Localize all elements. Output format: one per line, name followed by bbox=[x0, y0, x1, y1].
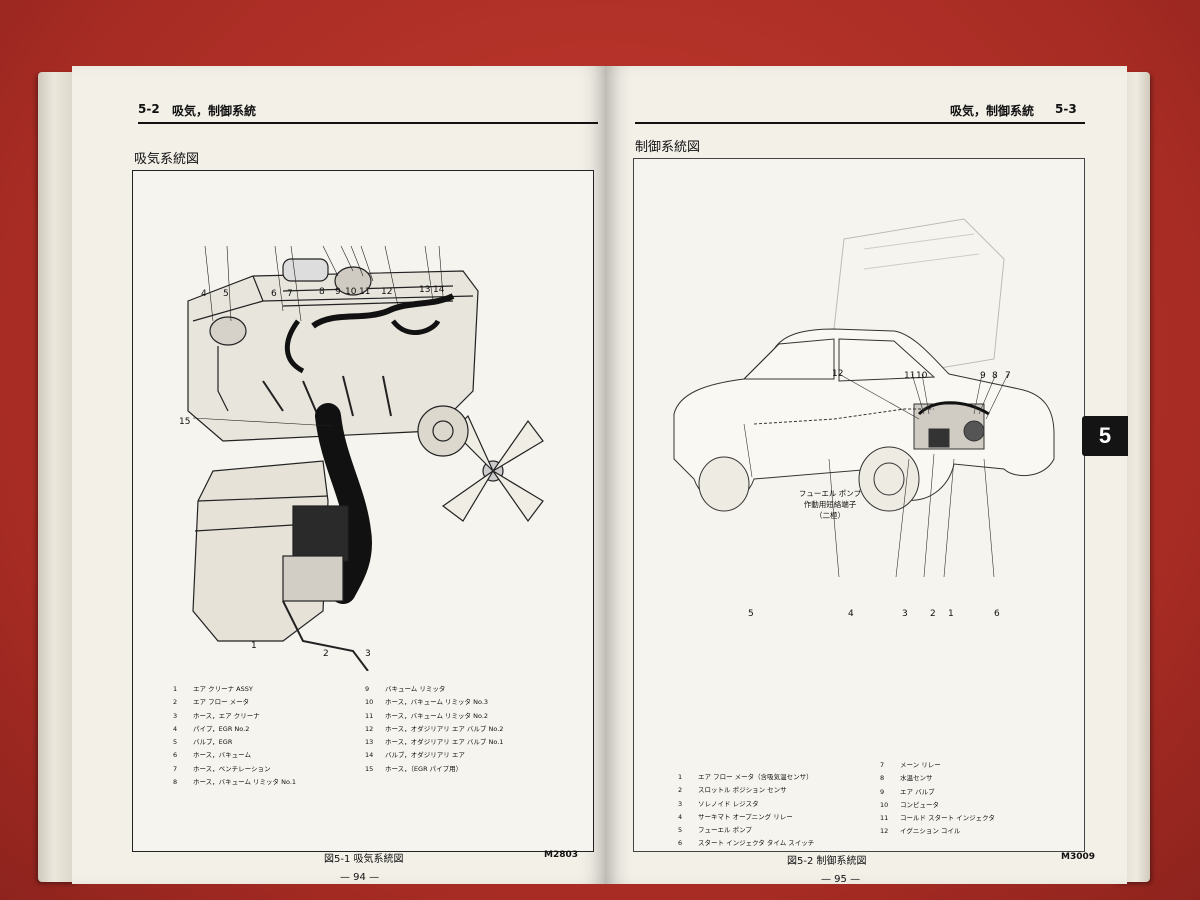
callout-10: 10 bbox=[345, 287, 357, 297]
chapter-tab-label: 5 bbox=[1098, 423, 1112, 448]
right-page: 吸気，制御系統 5-3 制御系統図 bbox=[605, 66, 1127, 885]
callout-9: 9 bbox=[335, 287, 341, 297]
callout-1: 1 bbox=[251, 641, 257, 651]
left-header-rule bbox=[138, 122, 598, 124]
right-page-number: — 95 — bbox=[821, 874, 861, 885]
callout-4: 4 bbox=[201, 289, 207, 299]
fuel-note-line: フューエル ポンプ bbox=[798, 489, 862, 498]
callout-3: 3 bbox=[365, 649, 371, 659]
engine-illustration bbox=[187, 245, 544, 672]
callout-1: 1 bbox=[948, 609, 954, 619]
left-section-title: 吸気系統図 bbox=[134, 152, 200, 167]
callout-12: 12 bbox=[381, 287, 393, 297]
open-manual: 5-2 吸気，制御系統 吸気系統図 bbox=[38, 52, 1150, 892]
right-section-title: 制御系統図 bbox=[635, 140, 701, 155]
callout-8: 8 bbox=[992, 371, 998, 381]
left-page: 5-2 吸気，制御系統 吸気系統図 bbox=[72, 66, 607, 884]
chapter-tab: 5 bbox=[1082, 416, 1128, 456]
callout-7: 7 bbox=[1005, 371, 1011, 381]
callout-3: 3 bbox=[902, 609, 908, 619]
callout-10: 10 bbox=[916, 371, 928, 381]
right-figure-caption: 図5-2 制御系統図 bbox=[787, 856, 867, 867]
callout-2: 2 bbox=[930, 609, 936, 619]
callout-2: 2 bbox=[323, 649, 329, 659]
callout-13: 13 bbox=[419, 285, 431, 295]
callout-15: 15 bbox=[179, 417, 191, 427]
left-header-title: 吸気，制御系統 bbox=[172, 104, 257, 118]
callout-11: 11 bbox=[904, 371, 916, 381]
fuel-note-line: （二極） bbox=[815, 511, 845, 520]
callout-4: 4 bbox=[848, 609, 854, 619]
fuel-note-line: 作動用短絡端子 bbox=[803, 500, 857, 509]
callout-6: 6 bbox=[271, 289, 277, 299]
left-header-code: 5-2 bbox=[138, 102, 160, 116]
left-drawing-code: M2803 bbox=[544, 850, 579, 860]
callout-6: 6 bbox=[994, 609, 1000, 619]
fuel-pump-terminal-note: フューエル ポンプ 作動用短絡端子 （二極） bbox=[770, 488, 890, 521]
callout-7: 7 bbox=[287, 289, 293, 299]
callout-8: 8 bbox=[319, 287, 325, 297]
callout-9: 9 bbox=[980, 371, 986, 381]
callout-5: 5 bbox=[223, 289, 229, 299]
callout-14: 14 bbox=[433, 285, 445, 295]
right-drawing-code: M3009 bbox=[1061, 852, 1096, 862]
right-header-rule bbox=[635, 122, 1085, 124]
callout-12: 12 bbox=[832, 369, 844, 379]
left-page-stack bbox=[38, 72, 78, 882]
car-illustration bbox=[673, 218, 1055, 578]
right-header-code: 5-3 bbox=[1055, 102, 1077, 116]
callout-5: 5 bbox=[748, 609, 754, 619]
left-figure-caption: 図5-1 吸気系統図 bbox=[324, 854, 404, 865]
left-page-number: — 94 — bbox=[340, 872, 380, 883]
right-header-title: 吸気，制御系統 bbox=[950, 104, 1035, 118]
callout-11: 11 bbox=[359, 287, 371, 297]
